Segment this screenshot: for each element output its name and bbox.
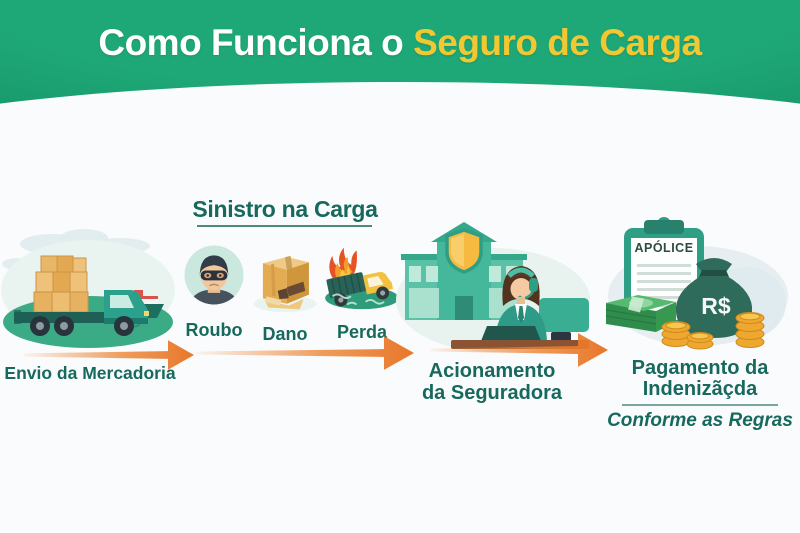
step-payment-label-line1: Pagamento da — [631, 357, 769, 379]
truck-icon — [14, 255, 149, 336]
step-payment-label: Pagamento da Indenizãçda — [608, 358, 792, 400]
header-banner: Como Funciona o Seguro de Carga — [0, 0, 800, 252]
step-insurer-label-line2: da Seguradora — [421, 382, 563, 404]
indemnity-payment-illustration — [605, 217, 788, 350]
incident-label-roubo: Roubo — [185, 320, 243, 340]
step-payment-label-line2: Indenizãçda — [642, 378, 758, 400]
coin-stacks-icon — [661, 312, 765, 350]
money-bag-icon — [675, 258, 753, 338]
cargo-truck-ship-illustration — [1, 229, 175, 348]
step-insurer-label-line1: Acionamento — [428, 360, 556, 382]
incident-label-dano: Dano — [262, 324, 308, 344]
incident-title-underline — [197, 225, 372, 227]
indemnity-divider — [622, 404, 778, 406]
incident-item-perda: Perda — [320, 241, 404, 343]
policy-clipboard-label: APÓLICE — [634, 241, 694, 255]
indemnity-note: Conforme as Regras — [607, 410, 793, 431]
incident-item-dano: Dano — [250, 243, 320, 345]
damaged-box-icon — [253, 255, 317, 313]
insurance-building-icon — [401, 222, 527, 320]
burning-truck-icon — [325, 247, 399, 310]
thief-icon — [184, 245, 244, 305]
incident-item-roubo: Roubo — [180, 241, 248, 341]
banknotes-icon — [605, 295, 676, 332]
shield-icon — [445, 228, 483, 274]
page-title-prefix: Como Funciona o — [98, 22, 404, 63]
incident-section-title: Sinistro na Carga — [192, 196, 378, 222]
insurance-office-agent-illustration — [396, 222, 590, 352]
page-title: Como Funciona o Seguro de Carga — [0, 22, 800, 64]
money-bag-label: R$ — [701, 293, 731, 319]
incident-label-perda: Perda — [336, 322, 388, 342]
step-shipping-label: Envio da Mercadoria — [4, 363, 176, 383]
page-title-highlight: Seguro de Carga — [413, 22, 702, 63]
step-insurer-label: Acionamento da Seguradora — [400, 360, 584, 404]
